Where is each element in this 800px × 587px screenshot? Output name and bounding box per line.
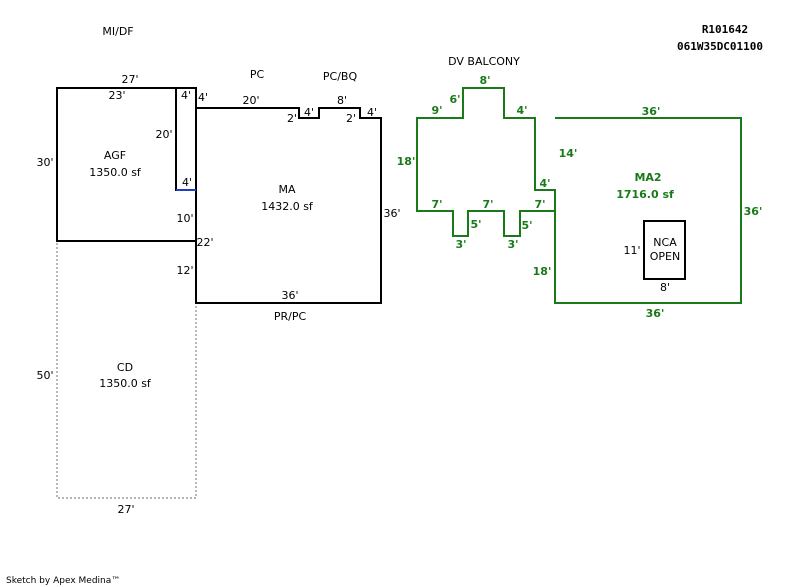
dim-agf-top: 27': [121, 73, 138, 86]
cd-area: 1350.0 sf: [99, 377, 152, 390]
agf-name: AGF: [104, 149, 126, 162]
dim-ma-step4: 4': [367, 106, 377, 119]
dim-dv-notch1-bottom: 3': [455, 238, 466, 251]
pr-pc-label: PR/PC: [274, 310, 307, 323]
dim-nca-bottom: 8': [660, 281, 670, 294]
dim-ma-top: 20': [242, 94, 259, 107]
dim-agf-inner-top: 23': [108, 89, 125, 102]
dim-dv-right-inner: 14': [559, 147, 578, 160]
top-left-label: MI/DF: [102, 25, 133, 38]
dim-agf-notch-top: 4': [181, 89, 191, 102]
dim-ma-bottom: 36': [281, 289, 298, 302]
dim-agf-right-upper: 20': [155, 128, 172, 141]
dim-agf-notch-side: 4': [182, 176, 192, 189]
dim-dv-right-step: 4': [516, 104, 527, 117]
dim-dv-left-top: 9': [431, 104, 442, 117]
dim-ma-left-lower: 12': [176, 264, 193, 277]
dim-ma-step3: 2': [346, 112, 356, 125]
ma-name: MA: [278, 183, 295, 196]
dim-dv-notch2-bottom: 3': [507, 238, 518, 251]
dim-agf-left: 30': [36, 156, 53, 169]
record-id: R101642: [702, 23, 748, 36]
ma2-area: 1716.0 sf: [616, 188, 674, 201]
dim-ma2-left-lower: 18': [533, 265, 552, 278]
parcel-code: 061W35DC01100: [677, 40, 763, 53]
dim-ma-corner: 4': [198, 91, 208, 104]
nca-box-outline: [643, 220, 686, 280]
dim-ma2-right: 36': [744, 205, 763, 218]
dim-dv-right-step: 4': [539, 177, 550, 190]
dim-dv-bot-left: 7': [431, 198, 442, 211]
dim-dv-left-side: 18': [397, 155, 416, 168]
dim-dv-notch1-side: 5': [470, 218, 481, 231]
dim-ma-left-upper: 10': [176, 212, 193, 225]
dim-ma2-top: 36': [642, 105, 661, 118]
dim-nca-side: 11': [623, 244, 640, 257]
ma2-area-outline: [554, 117, 742, 304]
dim-dv-notch2-side: 5': [521, 219, 532, 232]
nca-line1: NCA: [653, 236, 677, 249]
pc-label: PC: [250, 68, 265, 81]
nca-line2: OPEN: [650, 250, 680, 263]
dim-dv-left-step: 6': [449, 93, 460, 106]
pc-bq-label: PC/BQ: [323, 70, 358, 83]
dv-balcony-label: DV BALCONY: [448, 55, 520, 68]
cd-name: CD: [117, 361, 133, 374]
dim-ma-right: 36': [383, 207, 400, 220]
ma-area-outline: [195, 88, 382, 304]
ma2-name: MA2: [634, 171, 661, 184]
dim-ma-step2: 4': [304, 106, 314, 119]
dim-ma-left-mid: 22': [196, 236, 213, 249]
dim-dv-bot-mid: 7': [482, 198, 493, 211]
dim-ma-step1: 2': [287, 112, 297, 125]
dim-dv-top: 8': [479, 74, 490, 87]
dim-ma2-bottom: 36': [646, 307, 665, 320]
dv-balcony-outline: [416, 87, 556, 237]
agf-area: 1350.0 sf: [89, 166, 142, 179]
dim-cd-bottom: 27': [117, 503, 134, 516]
dim-dv-bot-right: 7': [534, 198, 545, 211]
sketch-credit: Sketch by Apex Medina™: [6, 576, 120, 586]
ma-area: 1432.0 sf: [261, 200, 314, 213]
agf-notch-line: [175, 88, 196, 191]
dim-ma-bq: 8': [337, 94, 347, 107]
dim-cd-left: 50': [36, 369, 53, 382]
